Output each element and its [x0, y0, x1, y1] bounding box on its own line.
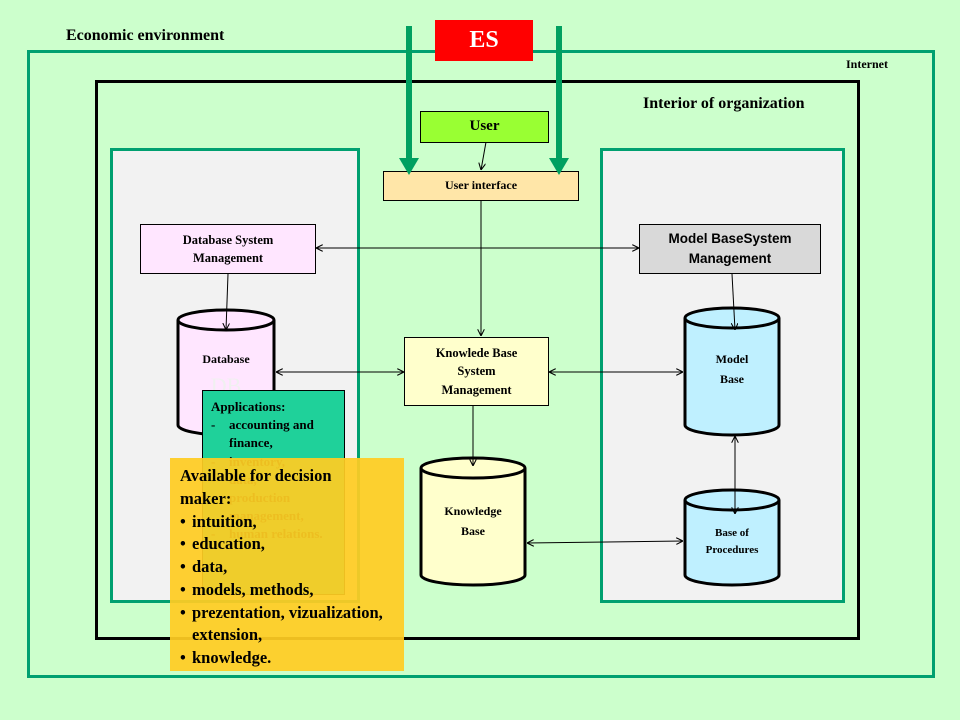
economic-environment-label: Economic environment	[66, 27, 225, 44]
available-item: •prezentation, vizualization, extension,	[180, 602, 383, 645]
arrow-user-to-ui	[481, 141, 487, 170]
available-item: •models, methods,	[180, 579, 314, 599]
available-item: •education,	[180, 534, 265, 554]
model-label-2: Base	[720, 372, 744, 386]
user-interface-box: User interface	[383, 171, 579, 201]
kbms-label-2: System	[457, 364, 496, 379]
available-item: •data,	[180, 557, 228, 577]
organization-frame	[95, 80, 860, 640]
database-label: Database	[202, 352, 250, 366]
es-right-arrow	[549, 26, 569, 175]
interior-label: Interior of organization	[643, 95, 805, 112]
applications-title: Applications:	[211, 399, 286, 414]
internet-label: Internet	[846, 57, 888, 71]
dbms-label-2: Management	[192, 251, 264, 265]
es-label: ES	[469, 27, 499, 54]
available-item: •intuition,	[180, 511, 257, 531]
user-interface-label: User interface	[444, 178, 518, 193]
knowledge-base-cylinder	[419, 456, 527, 587]
applications-item: -accounting and finance,	[211, 417, 314, 451]
user-label: User	[469, 118, 500, 135]
database-system-management-box: Database System Management	[140, 224, 316, 274]
connectors	[226, 141, 735, 543]
kbms-label-3: Management	[441, 382, 512, 397]
arrow-mbms-to-model	[732, 273, 735, 330]
available-title-1: Available for decision	[180, 466, 332, 485]
dbms-label-1: Database System	[182, 232, 274, 247]
knowledge-base-system-management-box: Knowlede Base System Management	[404, 337, 549, 406]
knowledge-label-1: Knowledge	[444, 504, 502, 518]
es-left-arrow	[399, 26, 419, 175]
knowledge-label-2: Base	[461, 524, 485, 538]
arrow-dbms-to-database	[226, 273, 228, 330]
mbms-label-2: Management	[688, 251, 772, 266]
model-label-1: Model	[715, 352, 749, 366]
model-base-cylinder	[683, 306, 781, 437]
model-base-system-management-box: Model BaseSystem Management	[639, 224, 821, 274]
procedures-label-1: Base of	[715, 527, 749, 539]
available-item: •knowledge.	[180, 648, 272, 668]
available-list: •intuition, •education, •data,•models, met…	[180, 511, 394, 670]
es-box: ES	[435, 20, 533, 61]
procedures-label-2: Procedures	[705, 544, 759, 556]
mbms-label-1: Model BaseSystem	[668, 231, 792, 247]
arrow-knowledge-procedures	[527, 541, 683, 543]
available-title-2: maker:	[180, 488, 232, 508]
kbms-label-1: Knowlede Base	[435, 346, 518, 361]
user-box: User	[420, 111, 549, 143]
available-box: Available for decision maker: •intuition…	[170, 458, 404, 671]
